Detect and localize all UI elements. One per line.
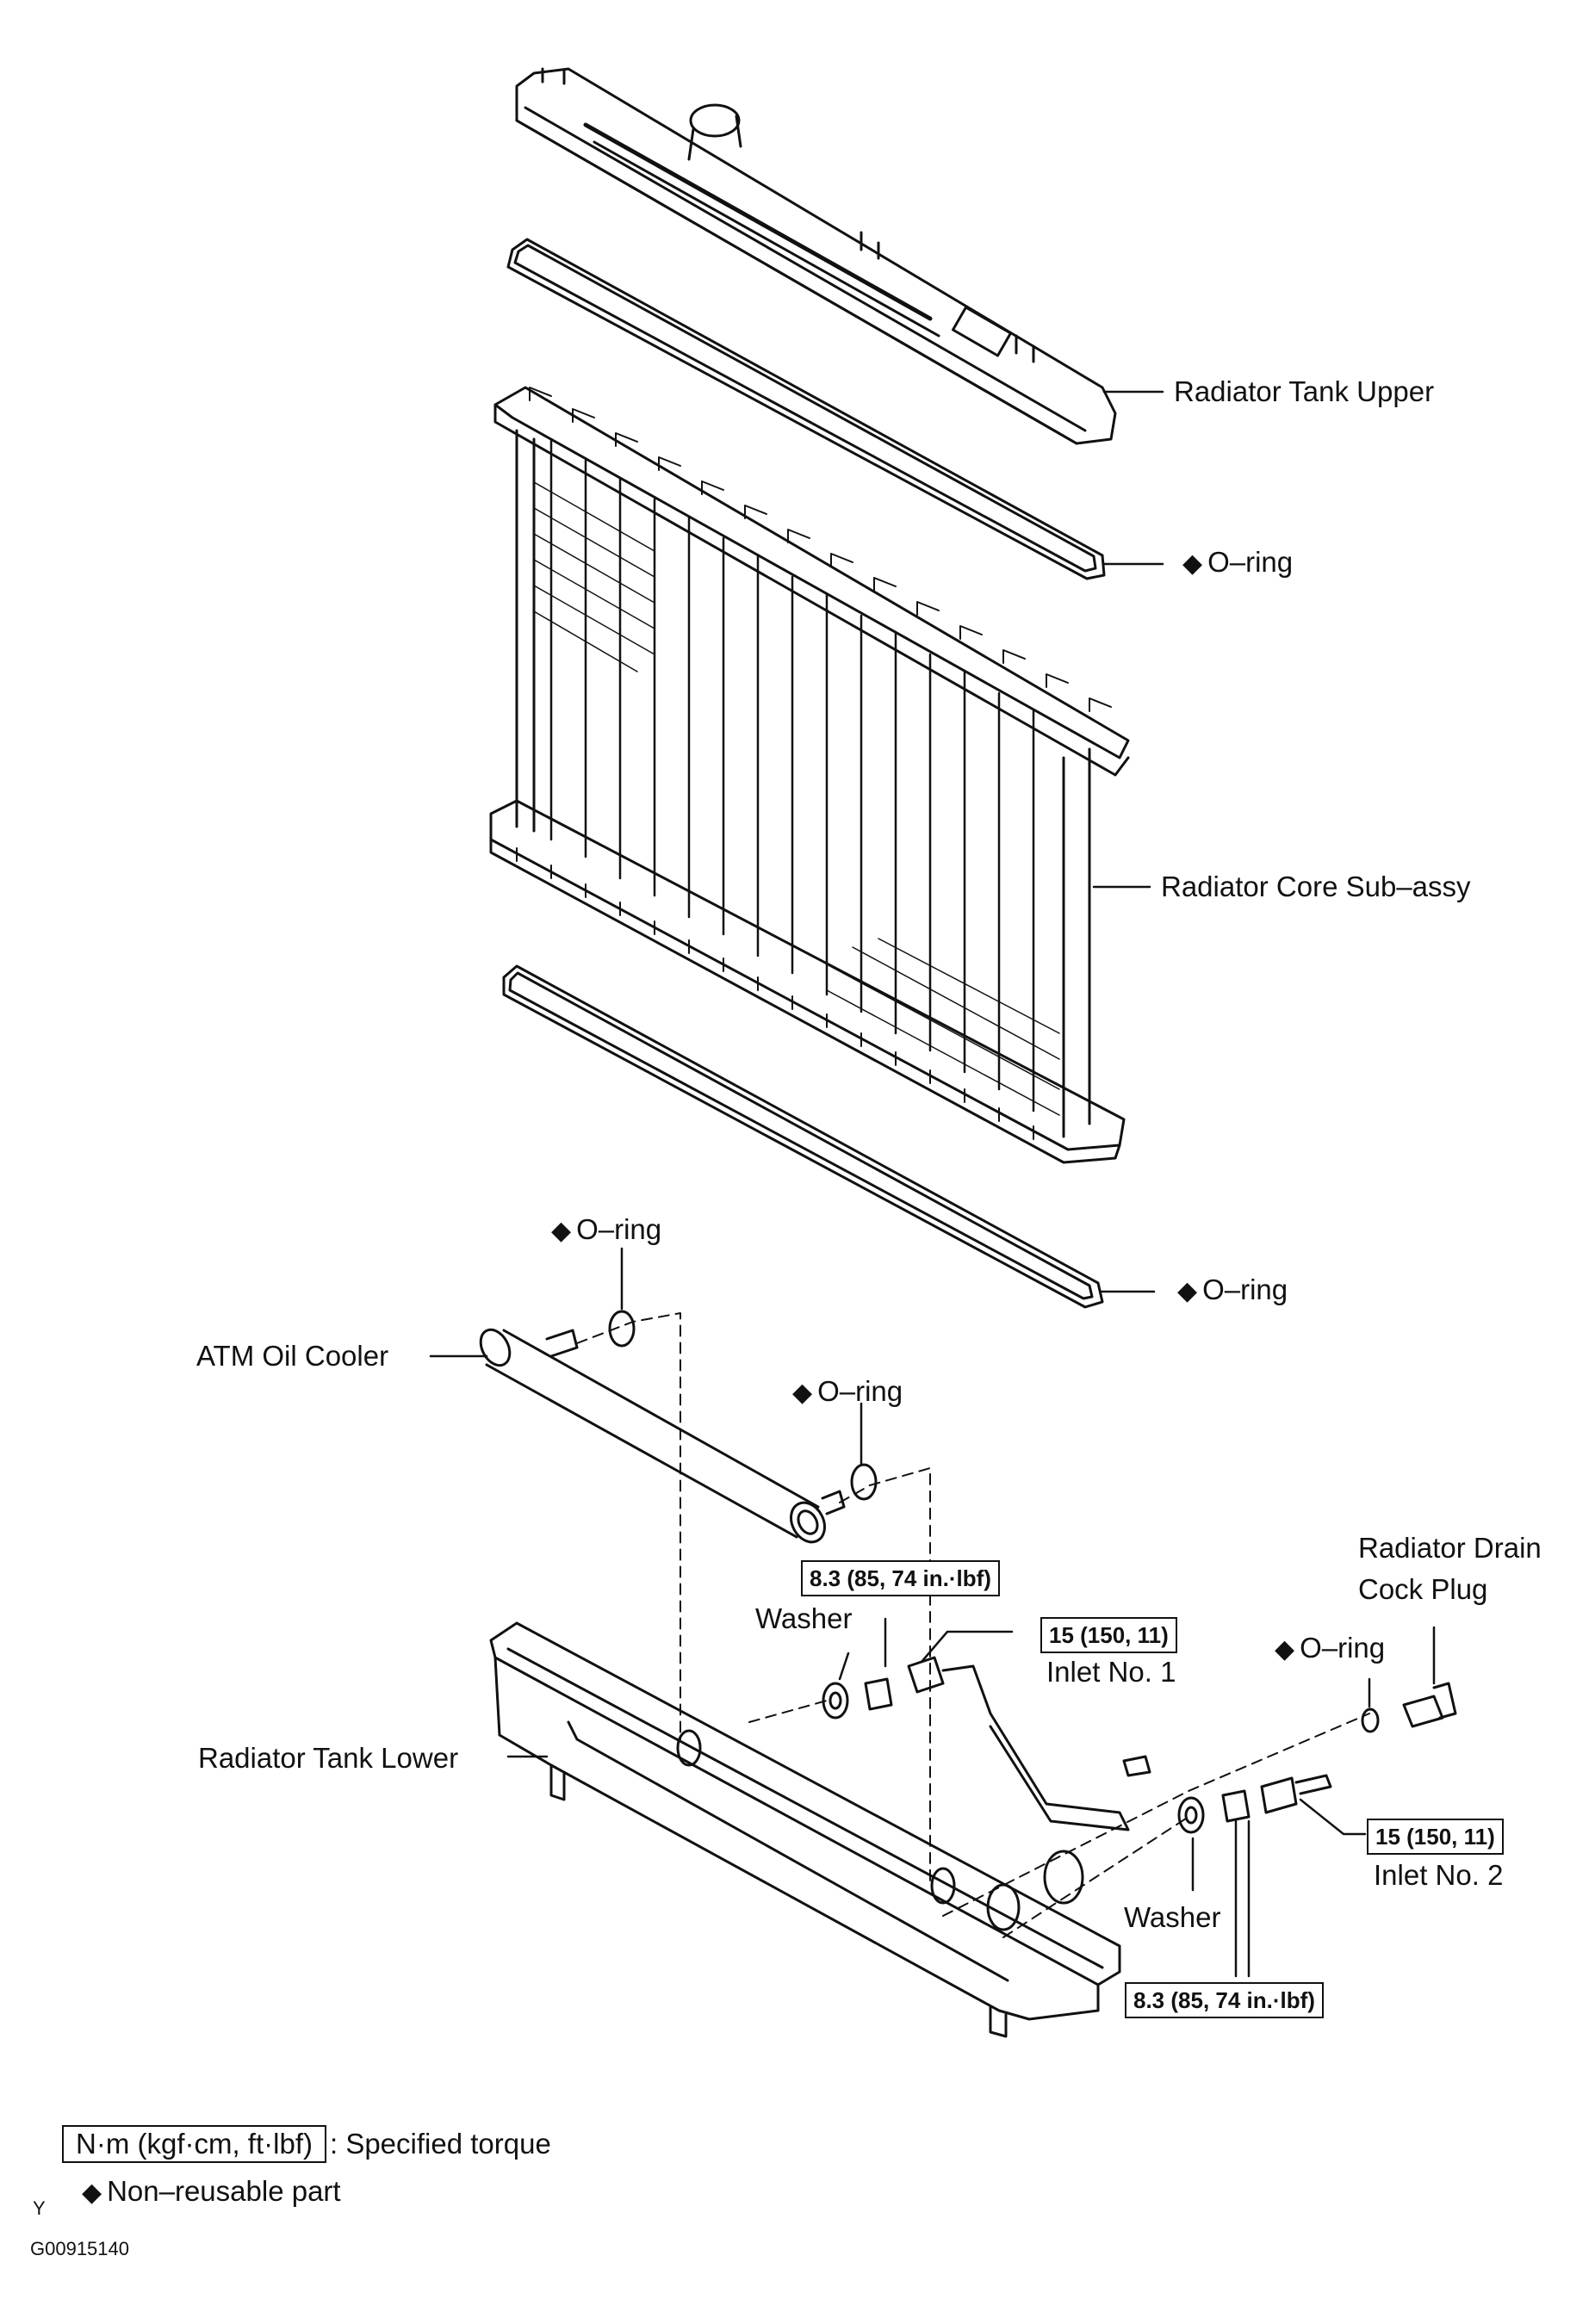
radiator-core xyxy=(489,386,1130,1164)
label-radiator-drain-2: Cock Plug xyxy=(1358,1573,1488,1605)
label-washer-1: Washer xyxy=(755,1602,853,1634)
nonreusable-diamond-icon: ◆ xyxy=(1275,1635,1295,1664)
drain-cock-plug xyxy=(1361,1682,1457,1733)
nonreusable-diamond-icon: ◆ xyxy=(82,2178,102,2207)
cooler-o-ring-2 xyxy=(850,1463,878,1501)
legend-torque-text: : Specified torque xyxy=(329,2128,551,2160)
label-radiator-drain-1: Radiator Drain xyxy=(1358,1532,1542,1564)
corner-mark: Y xyxy=(33,2197,46,2219)
label-inlet-no1: Inlet No. 1 xyxy=(1046,1656,1176,1688)
label-radiator-tank-lower: Radiator Tank Lower xyxy=(198,1742,459,1774)
label-o-ring-cooler-2: O–ring xyxy=(817,1375,903,1407)
torque-spec-inlet-1: 15 (150, 11) xyxy=(1040,1617,1177,1653)
torque-spec-inlet-2: 15 (150, 11) xyxy=(1367,1819,1504,1855)
nonreusable-diamond-icon: ◆ xyxy=(551,1217,572,1245)
label-o-ring-top-wrap: ◆O–ring xyxy=(1182,545,1293,581)
label-o-ring-cooler-1: O–ring xyxy=(576,1213,662,1245)
lower-o-ring-gasket xyxy=(502,964,1104,1309)
nonreusable-diamond-icon: ◆ xyxy=(1182,549,1203,578)
label-radiator-core: Radiator Core Sub–assy xyxy=(1161,871,1471,902)
label-atm-oil-cooler: ATM Oil Cooler xyxy=(196,1340,389,1372)
upper-o-ring-gasket xyxy=(506,238,1106,580)
nonreusable-diamond-icon: ◆ xyxy=(792,1379,813,1407)
radiator-tank-upper xyxy=(515,67,1117,445)
nonreusable-diamond-icon: ◆ xyxy=(1177,1277,1198,1305)
torque-spec-nut-1: 8.3 (85, 74 in.·lbf) xyxy=(801,1560,1000,1596)
label-inlet-no2: Inlet No. 2 xyxy=(1374,1859,1504,1891)
cooler-o-ring-1 xyxy=(608,1310,636,1348)
legend-nonreusable-text: Non–reusable part xyxy=(107,2175,341,2207)
label-o-ring-cooler2-wrap: ◆O–ring xyxy=(792,1374,903,1410)
label-washer-2: Washer xyxy=(1124,1901,1221,1933)
legend-torque-unit: N·m (kgf·cm, ft·lbf) xyxy=(62,2125,326,2163)
figure-code: G00915140 xyxy=(30,2238,129,2259)
inlet-no2-assembly xyxy=(1177,1774,1332,1834)
label-o-ring-lower: O–ring xyxy=(1202,1274,1288,1305)
label-radiator-tank-upper: Radiator Tank Upper xyxy=(1174,375,1435,407)
inlet-no1-assembly xyxy=(822,1656,1151,1831)
label-o-ring-drain: O–ring xyxy=(1300,1632,1386,1664)
legend-torque: N·m (kgf·cm, ft·lbf): Specified torque xyxy=(62,2125,551,2163)
atm-oil-cooler xyxy=(479,1328,846,1544)
label-o-ring-drain-wrap: ◆O–ring xyxy=(1275,1631,1385,1667)
radiator-tank-lower xyxy=(489,1621,1121,2038)
label-o-ring-top: O–ring xyxy=(1207,546,1294,578)
label-o-ring-cooler1-wrap: ◆O–ring xyxy=(551,1212,661,1249)
label-o-ring-lower-wrap: ◆O–ring xyxy=(1177,1273,1288,1309)
torque-spec-nut-2: 8.3 (85, 74 in.·lbf) xyxy=(1125,1982,1324,2018)
legend-nonreusable: ◆Non–reusable part xyxy=(82,2174,341,2210)
